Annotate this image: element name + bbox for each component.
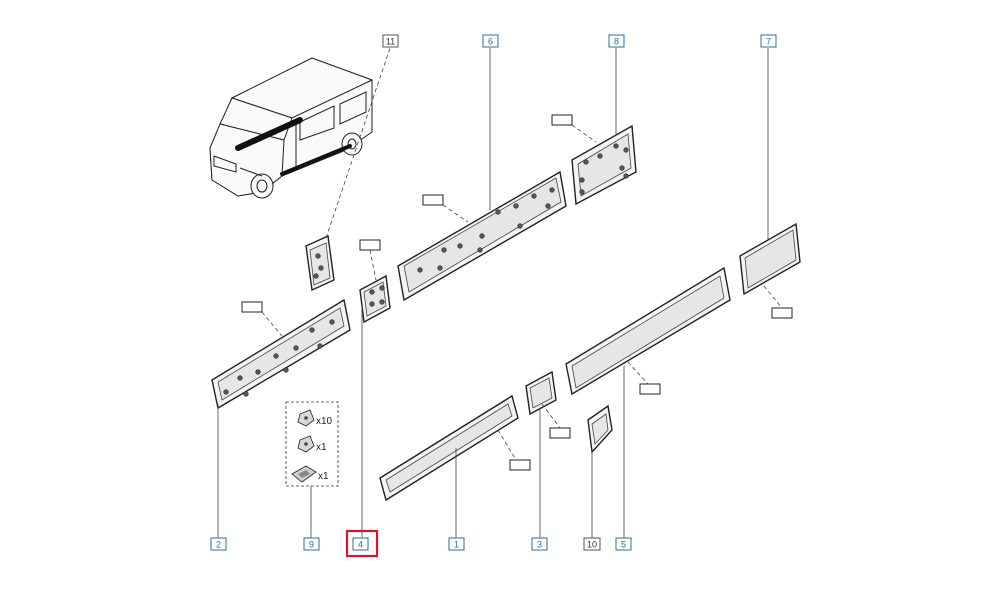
part-5[interactable] (565, 266, 731, 396)
callout-1-label: 1 (454, 540, 459, 550)
callout-3[interactable]: 3 (531, 537, 548, 551)
part-7[interactable] (739, 222, 801, 296)
callout-7-label: 7 (766, 37, 771, 47)
clip-ref-2 (241, 301, 283, 337)
clip-icon (291, 465, 317, 483)
clip-ref-8 (551, 114, 597, 143)
part-1[interactable] (379, 394, 519, 502)
callout-4-label: 4 (358, 540, 363, 550)
clip-ref-1 (497, 429, 531, 471)
clip-ref-4 (359, 239, 381, 281)
callout-10-label: 10 (587, 540, 597, 550)
callout-11-label: 11 (386, 37, 395, 47)
callout-5[interactable]: 5 (615, 537, 632, 551)
clip-ref-7 (763, 285, 793, 319)
callout-10[interactable]: 10 (583, 537, 601, 551)
clip-a-qty: x10 (316, 416, 333, 427)
selected-callout-highlight (345, 529, 379, 558)
part-8[interactable] (571, 124, 637, 206)
callout-5-label: 5 (621, 540, 626, 550)
callout-8-label: 8 (614, 37, 619, 47)
clip-icon (297, 409, 315, 427)
callout-2-label: 2 (216, 540, 221, 550)
clip-ref-5 (627, 361, 661, 395)
clip-ref-3 (541, 403, 571, 439)
callout-7[interactable]: 7 (760, 34, 777, 48)
part-3[interactable] (525, 370, 557, 416)
callout-1[interactable]: 1 (448, 537, 465, 551)
part-2[interactable] (211, 298, 351, 410)
leader-11 (325, 47, 391, 239)
clip-b-qty: x1 (316, 442, 327, 453)
callout-9-label: 9 (309, 540, 314, 550)
part-10[interactable] (587, 404, 613, 454)
clip-icon (297, 435, 315, 453)
callout-8[interactable]: 8 (608, 34, 625, 48)
part-9-kit[interactable]: x10 x1 x1 (285, 401, 339, 487)
callout-6-label: 6 (488, 37, 493, 47)
clip-ref-6 (422, 194, 469, 223)
clip-c-qty: x1 (318, 471, 329, 482)
callout-2[interactable]: 2 (210, 537, 227, 551)
callout-3-label: 3 (537, 540, 542, 550)
callout-4[interactable]: 4 (352, 537, 369, 551)
callout-9[interactable]: 9 (303, 537, 320, 551)
part-6[interactable] (397, 170, 567, 302)
callout-11[interactable]: 11 (382, 34, 399, 48)
part-11[interactable] (305, 234, 335, 292)
callout-6[interactable]: 6 (482, 34, 499, 48)
van-icon (209, 57, 374, 199)
part-4[interactable] (359, 274, 391, 324)
